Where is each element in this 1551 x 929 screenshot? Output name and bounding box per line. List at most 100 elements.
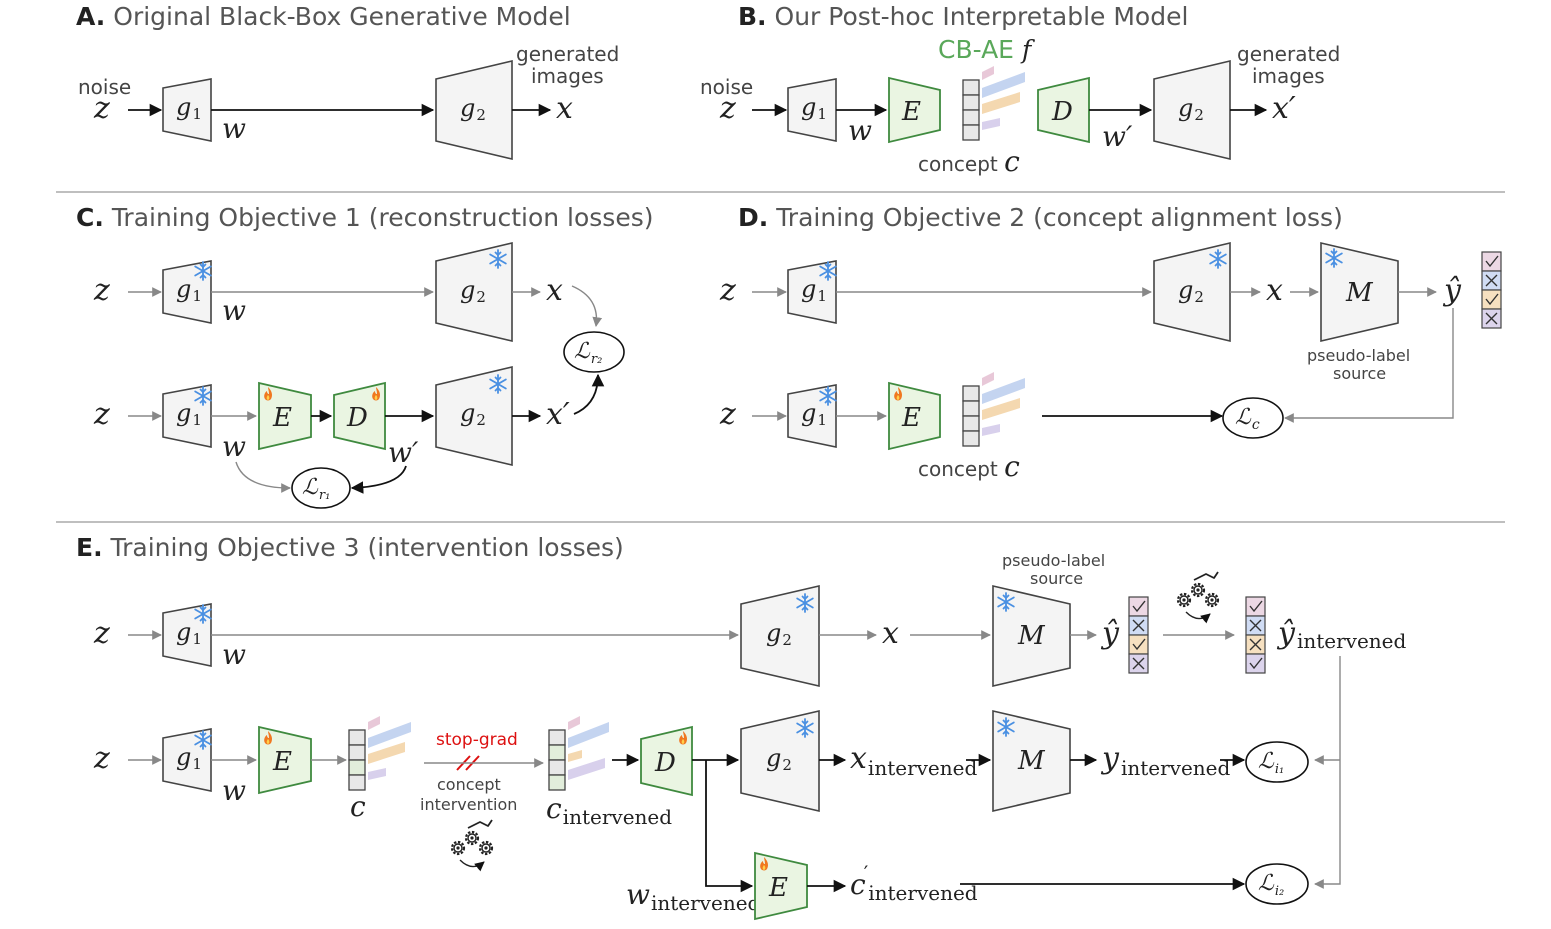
checkmark-icon [1128, 634, 1149, 655]
g1-label: g1 [801, 399, 827, 429]
concept-band [368, 722, 411, 748]
concept-band [982, 92, 1020, 114]
loss-li1-label: ℒi₁ [1258, 749, 1284, 777]
hand-gears-icon [452, 820, 492, 867]
g1-label: g1 [176, 618, 202, 648]
concept-vector-cell [962, 109, 980, 126]
generator-g1-block [787, 384, 837, 448]
g2-label: g2 [460, 276, 486, 306]
symbol-z: z [719, 397, 736, 432]
symbol-w: w [222, 430, 246, 463]
pseudo-label-source-2: source [1333, 364, 1386, 383]
symbol-x: x [556, 91, 573, 126]
g2-label: g2 [766, 744, 792, 774]
checkmark-icon [1128, 596, 1149, 617]
concept-band [368, 742, 405, 764]
m-label: M [1017, 621, 1046, 651]
panel-c-title: C. Training Objective 1 (reconstruction … [76, 203, 653, 232]
panel-d-title: D. Training Objective 2 (concept alignme… [738, 203, 1343, 232]
concept-vector-cell [548, 759, 566, 776]
g2-label: g2 [1178, 276, 1204, 306]
concept-vector-cell [548, 774, 566, 791]
loss-li2-node [1245, 863, 1309, 905]
checkmark-icon [1481, 251, 1502, 272]
concept-band [568, 758, 605, 780]
loss-lc-node [1222, 397, 1284, 439]
m-label: M [1345, 278, 1374, 308]
generator-g2-block [1153, 241, 1231, 343]
stop-grad-label: stop-grad [436, 730, 518, 750]
symbol-z: z [93, 616, 110, 651]
concept-band [568, 722, 609, 748]
concept-vector-cell [962, 124, 980, 141]
cbae-label: CB-AE f [938, 35, 1035, 64]
concept-band [982, 66, 994, 80]
panel-d: z g1 g2 x M pseudo-label source ŷ z [719, 241, 1502, 483]
concept-vector-cell [548, 744, 566, 761]
concept-band [982, 118, 1000, 130]
symbol-z: z [93, 397, 110, 432]
g1-label: g1 [176, 93, 202, 123]
concept-vector-cell [348, 729, 366, 746]
concept-band [982, 424, 1000, 436]
generated-images-label: generated [1237, 42, 1340, 66]
panel-e: z g1 w g2 x M pseudo-label source ŷ [93, 551, 1407, 921]
generator-g1-block [162, 384, 212, 448]
loss-lr1-label: ℒr₁ [302, 475, 330, 503]
generated-images-label-2: images [531, 64, 604, 88]
concept-vector-cell [962, 79, 980, 96]
encoder-e-block [888, 76, 941, 144]
generator-g1-block [787, 78, 837, 142]
e-label: E [272, 403, 292, 433]
loss-li1-node [1245, 741, 1309, 783]
concept-intervention-label: concept [437, 775, 501, 794]
d-label: D [1051, 97, 1073, 127]
noise-label: noise [78, 75, 131, 99]
g1-label: g1 [176, 743, 202, 773]
generator-g2-block [435, 241, 513, 343]
concept-band [368, 768, 386, 780]
concept-band [982, 372, 994, 386]
concept-band [568, 750, 582, 762]
symbol-x-prime: x′ [546, 397, 570, 432]
concept-label: concept c [918, 450, 1020, 483]
concept-vector-cell [348, 759, 366, 776]
concept-vector-cell [348, 744, 366, 761]
concept-vector-cell [962, 430, 980, 447]
generator-g1-block [162, 260, 212, 324]
g1-label: g1 [801, 275, 827, 305]
symbol-w: w [222, 638, 246, 671]
loss-lc-label: ℒc [1235, 405, 1260, 433]
encoder-e-block [754, 851, 808, 921]
encoder-e-block [888, 381, 941, 451]
generator-g2-block [740, 709, 820, 813]
checkmark-icon [1245, 653, 1266, 674]
generated-images-label-2: images [1252, 64, 1325, 88]
panel-a-title: A. Original Black-Box Generative Model [76, 2, 571, 31]
noise-label: noise [700, 75, 753, 99]
g1-label: g1 [176, 275, 202, 305]
g2-label: g2 [766, 619, 792, 649]
generator-g2-block [435, 365, 513, 467]
generator-g1-block [162, 603, 212, 667]
generated-images-label: generated [516, 42, 619, 66]
checkmark-icon [1481, 289, 1502, 310]
pseudo-label-source: pseudo-label [1002, 551, 1105, 570]
g1-label: g1 [176, 399, 202, 429]
g2-label: g2 [1178, 94, 1204, 124]
e-label: E [272, 747, 292, 777]
concept-vector-cell [548, 729, 566, 746]
symbol-w-prime: w′ [1102, 120, 1133, 153]
concept-vector-cell [962, 400, 980, 417]
symbol-z: z [93, 273, 110, 308]
loss-lr2-node [563, 331, 625, 373]
encoder-e-block [258, 725, 312, 795]
loss-lr2-label: ℒr₂ [574, 339, 602, 367]
symbol-x: x [546, 273, 563, 308]
g2-label: g2 [460, 399, 486, 429]
e-label: E [901, 403, 921, 433]
concept-intervention-label-2: intervention [420, 795, 517, 814]
symbol-z: z [93, 741, 110, 776]
concept-band [368, 716, 380, 730]
